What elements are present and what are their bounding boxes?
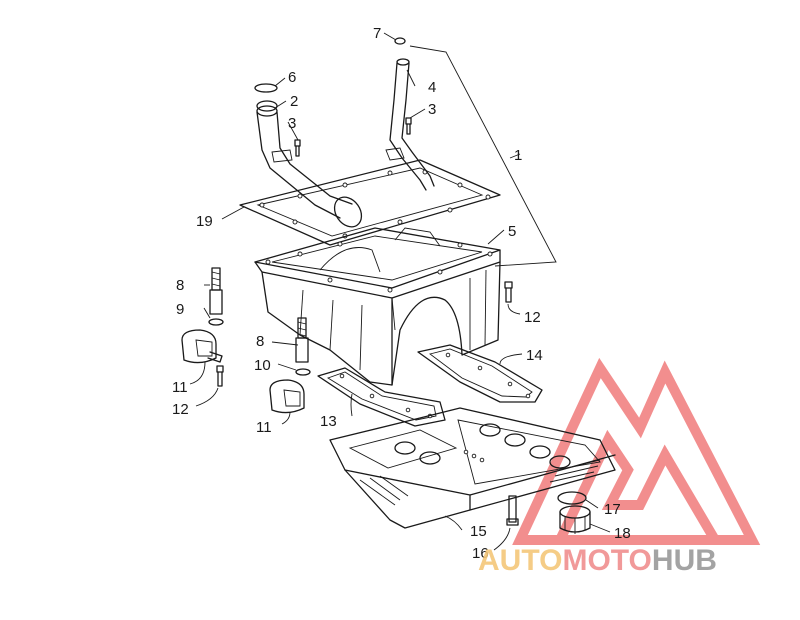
- callout-labels: 7 6 4 2 3 3 1 19 5 8 9 12 8 14 10 11 13 …: [172, 25, 631, 562]
- callout-4: 4: [428, 79, 436, 96]
- part-13-gasket: [317, 367, 446, 427]
- part-8-stud-center: [295, 317, 309, 363]
- part-9-washer: [208, 318, 224, 326]
- part-6-o-ring: [254, 83, 278, 93]
- watermark-hub: HUB: [652, 544, 717, 577]
- part-16-bolt: [506, 495, 519, 526]
- callout-3-right: 3: [428, 101, 436, 118]
- assembly-boundary-line: [409, 45, 557, 267]
- part-7-seal: [394, 37, 406, 45]
- callout-8-center: 8: [256, 333, 264, 350]
- callout-3-left: 3: [288, 115, 296, 132]
- callout-16: 16: [472, 545, 489, 562]
- watermark-auto: AUTO: [478, 544, 562, 577]
- callout-2: 2: [290, 93, 298, 110]
- callout-7: 7: [373, 25, 381, 42]
- part-10-washer: [295, 368, 311, 376]
- part-11-grommet-upper: [181, 329, 223, 364]
- callout-17: 17: [604, 501, 621, 518]
- callout-1: 1: [514, 147, 522, 164]
- callout-12-right: 12: [524, 309, 541, 326]
- callout-8-left: 8: [176, 277, 184, 294]
- callout-18: 18: [614, 525, 631, 542]
- part-4-return-tube: [385, 58, 435, 191]
- part-5-oil-pan: [254, 227, 501, 386]
- part-12-bolt-left: [216, 365, 224, 387]
- part-3-bolt-right: [405, 117, 412, 135]
- part-11-grommet-lower: [269, 379, 305, 414]
- callout-13: 13: [320, 413, 337, 430]
- callout-11-lower: 11: [256, 419, 272, 436]
- part-18-drain-plug: [559, 505, 591, 534]
- svg-text:AUTOMOTOHUB: AUTOMOTOHUB: [478, 544, 717, 577]
- leader-lines: [189, 32, 611, 551]
- watermark-text: AUTOMOTOHUB: [478, 544, 717, 577]
- part-3-bolt-left: [294, 139, 301, 157]
- part-8-stud-left: [209, 267, 223, 315]
- callout-6: 6: [288, 69, 296, 86]
- callout-14: 14: [526, 347, 543, 364]
- part-17-washer: [557, 491, 587, 505]
- callout-10: 10: [254, 357, 271, 374]
- watermark-moto: MOTO: [562, 544, 651, 577]
- callout-9: 9: [176, 301, 184, 318]
- part-19-gasket: [239, 159, 501, 246]
- part-15-cover-plate: [329, 407, 616, 529]
- watermark-logo: [512, 357, 761, 545]
- callout-12-left: 12: [172, 401, 189, 418]
- callout-5: 5: [508, 223, 516, 240]
- watermark-mountain-logo: [512, 357, 761, 545]
- callout-11-upper: 11: [172, 379, 188, 396]
- part-2-oil-pickup-tube: [256, 100, 363, 228]
- callout-19: 19: [196, 213, 213, 230]
- callout-15: 15: [470, 523, 487, 540]
- part-12-bolt-right: [504, 281, 513, 303]
- part-14-gasket: [417, 344, 543, 403]
